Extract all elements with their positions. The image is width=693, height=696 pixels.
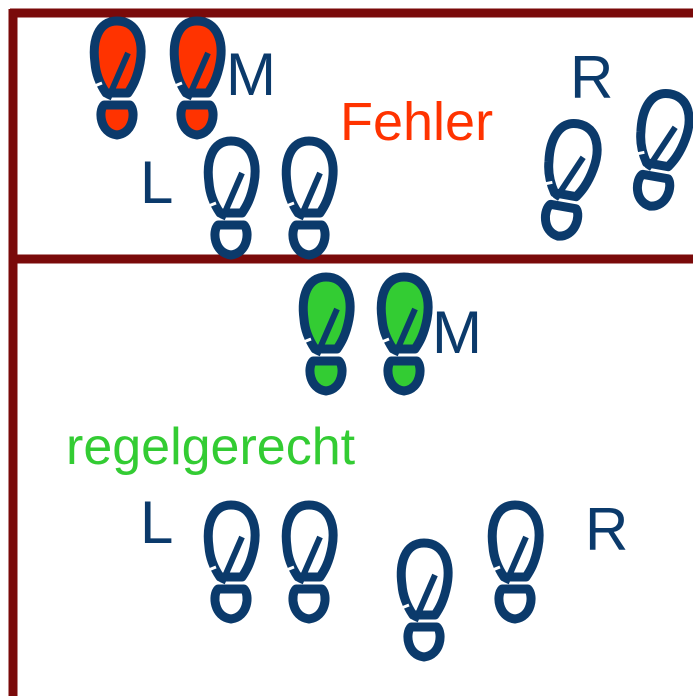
- footprint-m-right: [169, 16, 226, 140]
- footprint-r-left: [541, 119, 602, 241]
- footprint-r-right: [487, 500, 544, 624]
- footprint-l-left: [203, 136, 260, 260]
- player-label-r: R: [570, 44, 614, 111]
- footprint-r-left: [396, 538, 453, 662]
- player-label-m: M: [432, 299, 482, 366]
- footprint-r-right: [633, 89, 693, 211]
- footprint-l-right: [281, 500, 338, 624]
- player-label-l: L: [140, 149, 174, 216]
- footprint-l-right: [281, 136, 338, 260]
- footprint-m-left: [298, 272, 355, 396]
- correct-note: regelgerecht: [66, 418, 356, 476]
- error-note: Fehler: [340, 92, 494, 152]
- footprint-m-left: [89, 16, 146, 140]
- player-label-m: M: [226, 41, 276, 108]
- footprint-m-right: [376, 272, 433, 396]
- player-label-l: L: [140, 489, 174, 556]
- player-label-r: R: [585, 496, 629, 563]
- footprint-l-left: [203, 500, 260, 624]
